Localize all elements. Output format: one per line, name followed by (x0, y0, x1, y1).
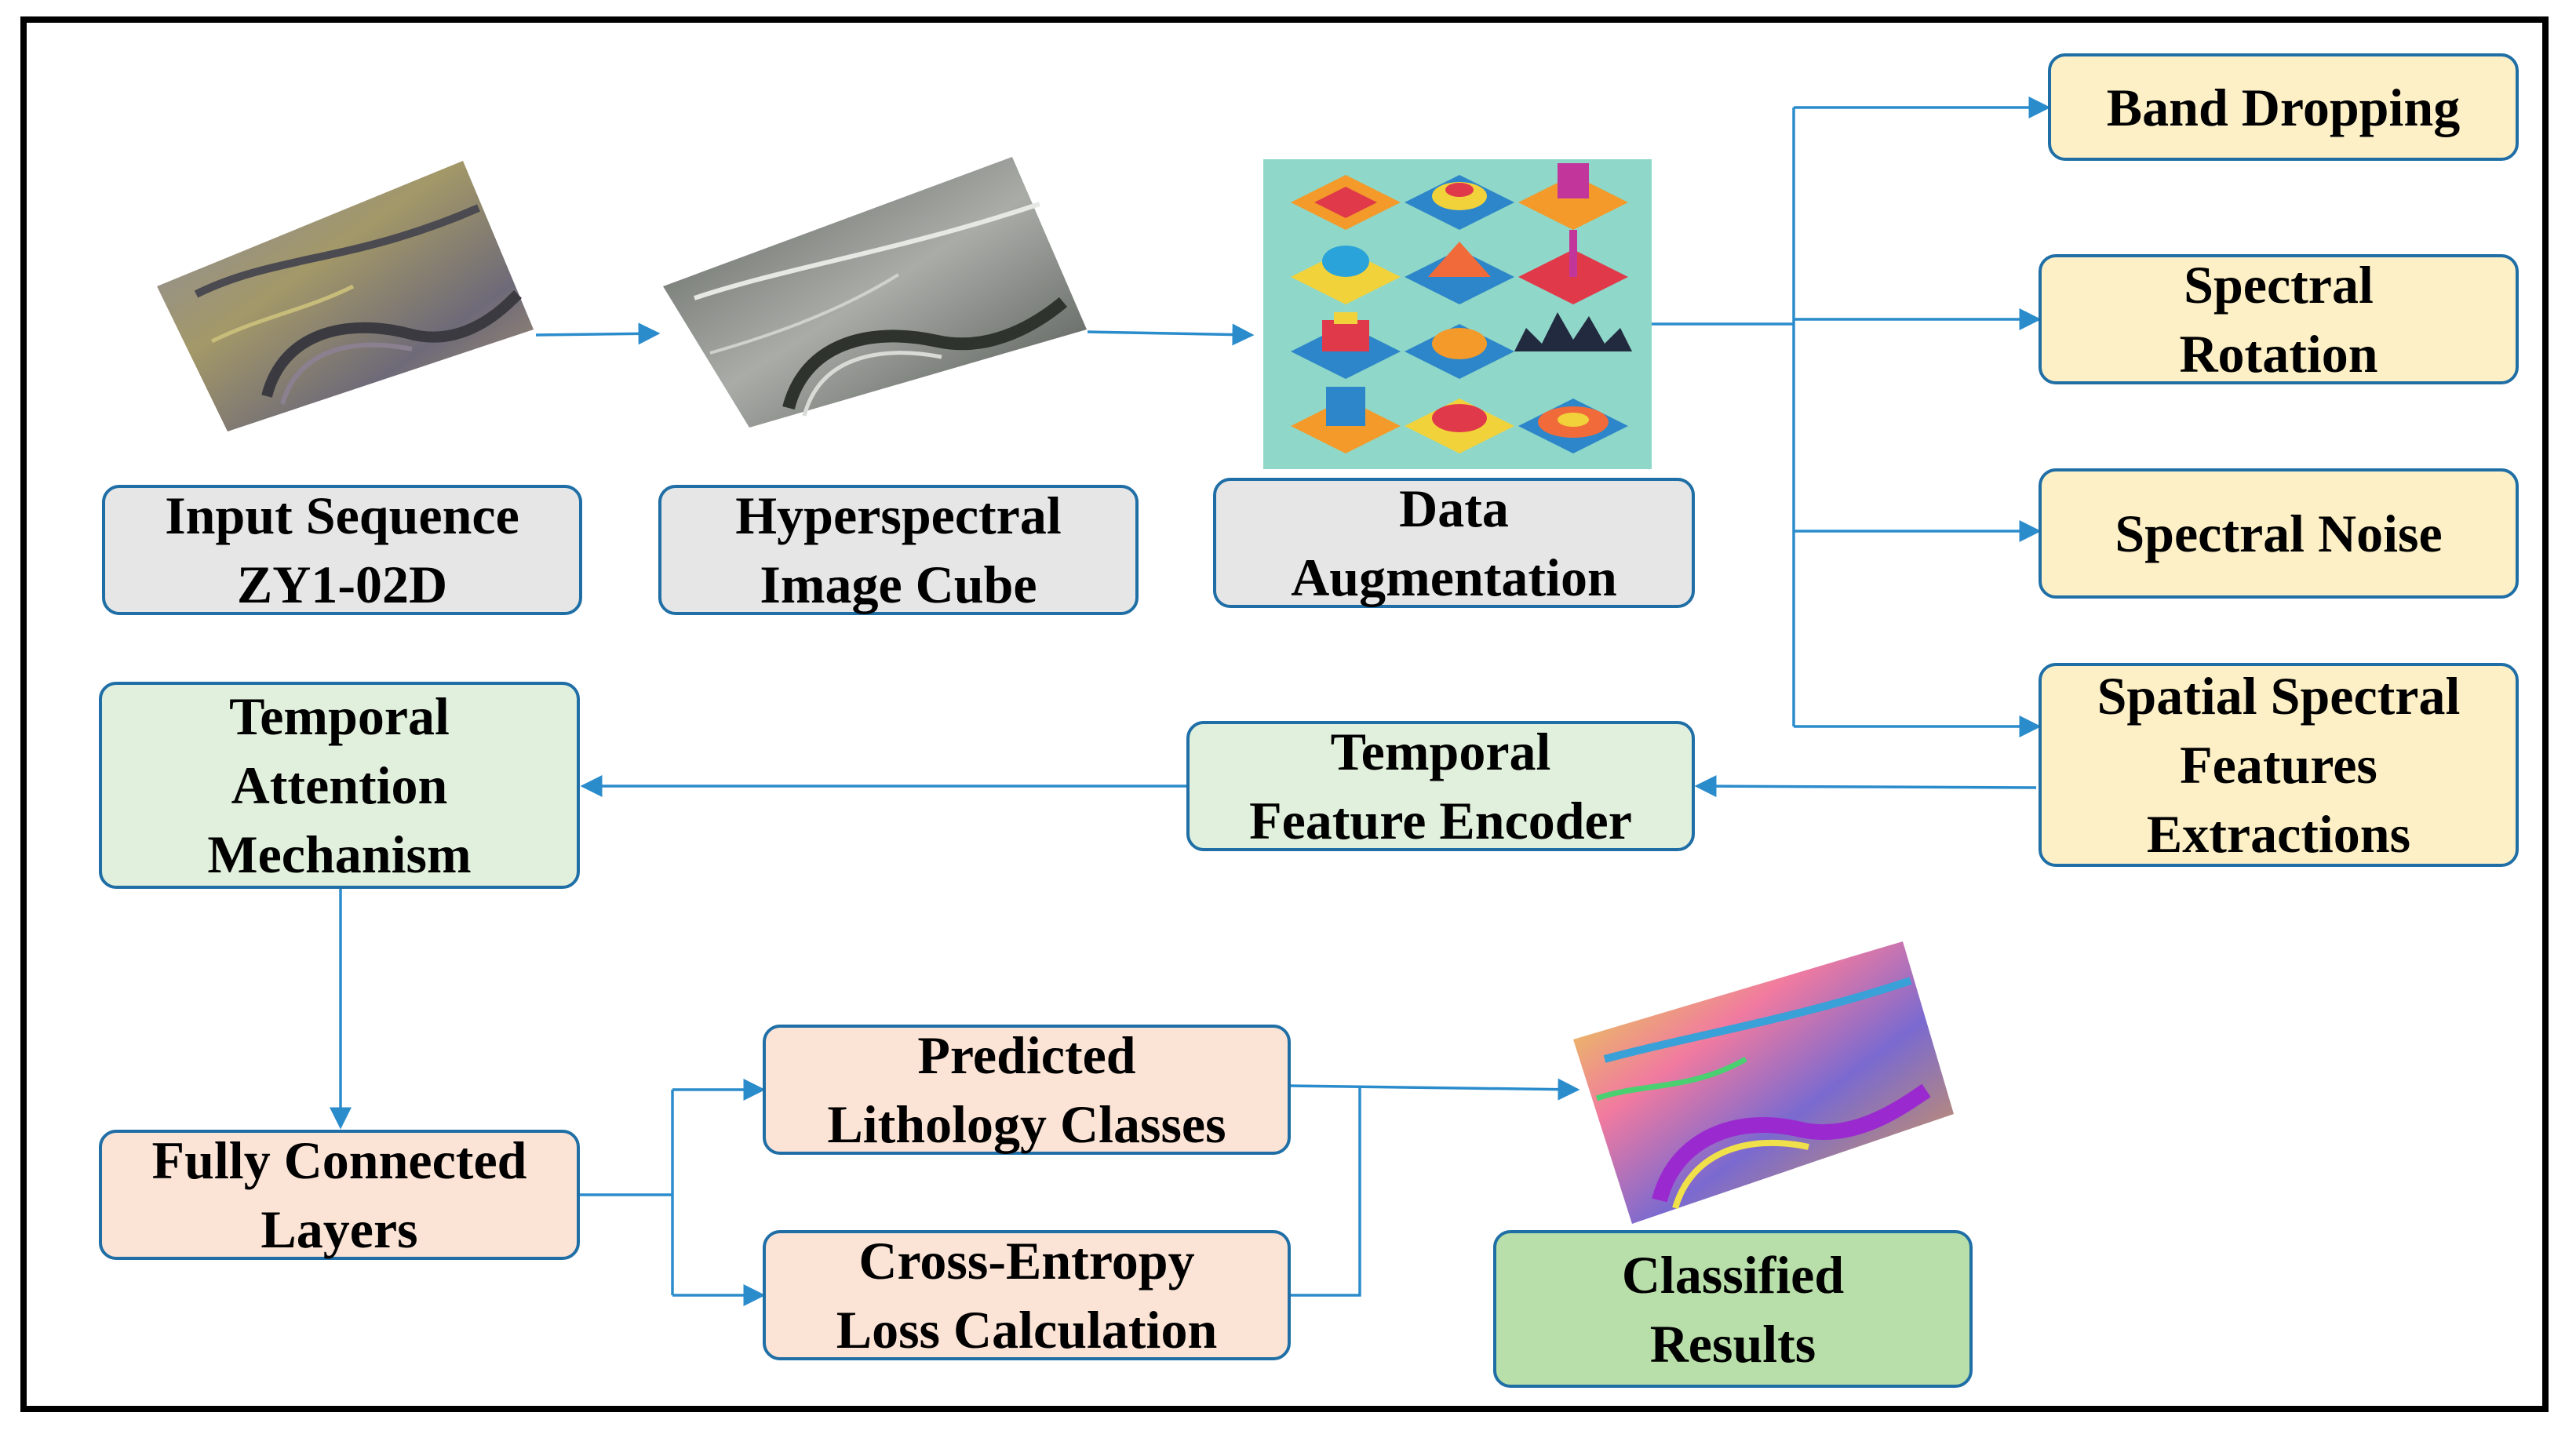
predicted-classes-box: Predicted Lithology Classes (763, 1025, 1291, 1155)
arrow-input-to-cube (535, 322, 661, 345)
cross-entropy-box: Cross-Entropy Loss Calculation (763, 1230, 1291, 1360)
temporal-encoder-box: Temporal Feature Encoder (1186, 721, 1695, 851)
arrow-predicted-to-results (1290, 1078, 1580, 1101)
temporal-attention-box: Temporal Attention Mechanism (99, 682, 580, 889)
spectral-noise-box: Spectral Noise (2039, 468, 2519, 599)
arrow-cube-to-augment (1087, 323, 1255, 346)
augmentation-image (1263, 159, 1652, 469)
hyperspectral-image (663, 157, 1087, 428)
hyperspectral-cube-box: Hyperspectral Image Cube (658, 485, 1139, 615)
spectral-rotation-box: Spectral Rotation (2039, 254, 2519, 384)
connector-loss-merge (1291, 1086, 1361, 1297)
classified-image (1573, 941, 1954, 1224)
input-image (157, 161, 534, 431)
spatial-spectral-box: Spatial Spectral Features Extractions (2039, 663, 2519, 867)
data-augmentation-box: Data Augmentation (1213, 478, 1695, 608)
diagram-frame (20, 16, 2549, 1412)
arrow-spatial-to-encoder (1694, 775, 2037, 798)
input-sequence-box: Input Sequence ZY1-02D (102, 485, 582, 615)
fully-connected-box: Fully Connected Layers (99, 1130, 580, 1260)
band-dropping-box: Band Dropping (2048, 53, 2519, 161)
classified-results-box: Classified Results (1493, 1230, 1973, 1388)
